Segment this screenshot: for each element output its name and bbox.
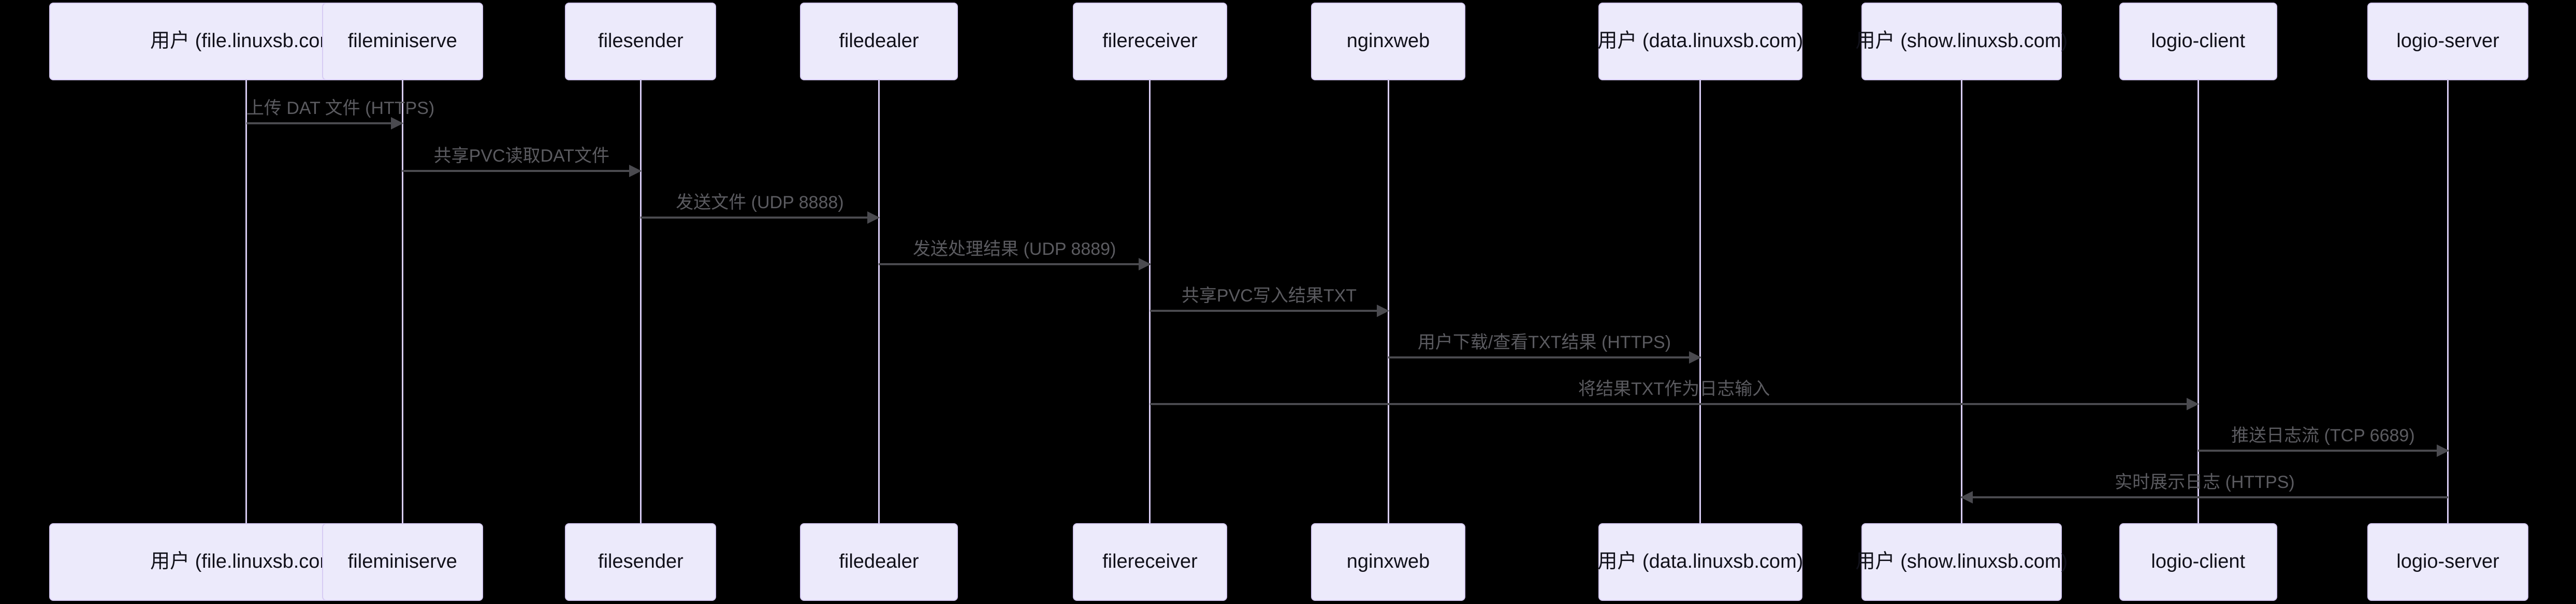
message-label: 将结果TXT作为日志输入 [1578, 379, 1770, 399]
participant-bottom-nginxweb[interactable]: nginxweb [1311, 523, 1466, 601]
participant-top-user-data[interactable]: 用户 (data.linuxsb.com) [1597, 3, 1803, 80]
lifeline-logio-server [2447, 80, 2449, 523]
participant-top-filereceiver[interactable]: filereceiver [1072, 3, 1228, 80]
lifeline-filereceiver [1149, 80, 1151, 523]
participant-label: filereceiver [1102, 30, 1198, 52]
message-label: 发送文件 (UDP 8888) [676, 193, 844, 212]
message-label: 发送处理结果 (UDP 8889) [913, 239, 1116, 259]
participant-label: filesender [598, 551, 683, 573]
lifeline-logio-client [2197, 80, 2199, 523]
participant-bottom-filereceiver[interactable]: filereceiver [1072, 523, 1228, 601]
participant-label: 用户 (file.linuxsb.com) [150, 30, 343, 52]
message-7: 将结果TXT作为日志输入 [1149, 369, 2200, 410]
message-line [879, 263, 1150, 265]
participant-label: 用户 (show.linuxsb.com) [1855, 551, 2068, 573]
lifeline-user-data [1699, 80, 1701, 523]
message-arrowhead-right [2187, 398, 2200, 410]
message-arrowhead-right [867, 211, 880, 224]
participant-label: fileminiserve [347, 30, 457, 52]
participant-top-filesender[interactable]: filesender [565, 3, 717, 80]
participant-top-logio-client[interactable]: logio-client [2119, 3, 2277, 80]
participant-label: nginxweb [1346, 551, 1430, 573]
message-line [1149, 310, 1389, 312]
message-arrowhead-right [629, 165, 642, 177]
message-arrowhead-right [2436, 444, 2449, 457]
message-line [246, 122, 403, 124]
message-line [1388, 356, 1700, 358]
participant-top-user-show[interactable]: 用户 (show.linuxsb.com) [1856, 3, 2068, 80]
message-line [1149, 403, 2199, 405]
message-line [402, 170, 641, 172]
participant-label: logio-client [2151, 551, 2246, 573]
message-4: 发送处理结果 (UDP 8889) [879, 229, 1151, 270]
participant-label: 用户 (data.linuxsb.com) [1597, 551, 1803, 573]
message-arrowhead-right [391, 117, 404, 130]
lifeline-user-show [1960, 80, 1962, 523]
message-label: 上传 DAT 文件 (HTTPS) [246, 98, 435, 118]
participant-label: 用户 (data.linuxsb.com) [1597, 30, 1803, 52]
message-label: 实时展示日志 (HTTPS) [2115, 472, 2295, 492]
message-5: 共享PVC写入结果TXT [1149, 276, 1390, 317]
participant-label: fileminiserve [347, 551, 457, 573]
message-label: 用户下载/查看TXT结果 (HTTPS) [1417, 333, 1671, 352]
participant-label: 用户 (show.linuxsb.com) [1855, 30, 2068, 52]
message-arrowhead-right [1377, 305, 1390, 317]
participant-label: logio-client [2151, 30, 2246, 52]
lifeline-user-file [245, 80, 248, 523]
participant-label: filedealer [839, 551, 919, 573]
participant-bottom-logio-server[interactable]: logio-server [2367, 523, 2528, 601]
participant-label: filesender [598, 30, 683, 52]
participant-label: nginxweb [1346, 30, 1430, 52]
message-arrowhead-right [1138, 258, 1151, 270]
message-3: 发送文件 (UDP 8888) [641, 182, 880, 224]
message-line [641, 217, 879, 219]
message-line [2198, 450, 2448, 452]
participant-bottom-logio-client[interactable]: logio-client [2119, 523, 2277, 601]
participant-bottom-user-data[interactable]: 用户 (data.linuxsb.com) [1597, 523, 1803, 601]
message-8: 推送日志流 (TCP 6689) [2198, 415, 2449, 457]
participant-label: 用户 (file.linuxsb.com) [150, 551, 343, 573]
participant-label: filedealer [839, 30, 919, 52]
message-label: 共享PVC写入结果TXT [1181, 286, 1357, 306]
participant-bottom-filedealer[interactable]: filedealer [800, 523, 958, 601]
message-line [1961, 496, 2448, 498]
participant-top-filedealer[interactable]: filedealer [800, 3, 958, 80]
participant-top-fileminiserve[interactable]: fileminiserve [322, 3, 483, 80]
message-9: 实时展示日志 (HTTPS) [1960, 462, 2448, 504]
message-1: 上传 DAT 文件 (HTTPS) [246, 88, 435, 130]
message-label: 推送日志流 (TCP 6689) [2231, 426, 2415, 445]
lifeline-fileminiserve [401, 80, 403, 523]
message-6: 用户下载/查看TXT结果 (HTTPS) [1388, 322, 1701, 364]
participant-top-logio-server[interactable]: logio-server [2367, 3, 2528, 80]
lifeline-nginxweb [1387, 80, 1389, 523]
participant-bottom-user-show[interactable]: 用户 (show.linuxsb.com) [1856, 523, 2068, 601]
message-label: 共享PVC读取DAT文件 [433, 146, 610, 166]
participant-top-nginxweb[interactable]: nginxweb [1311, 3, 1466, 80]
message-2: 共享PVC读取DAT文件 [402, 136, 642, 177]
lifeline-filedealer [878, 80, 880, 523]
participant-label: filereceiver [1102, 551, 1198, 573]
participant-label: logio-server [2396, 551, 2499, 573]
message-arrowhead-right [1689, 351, 1701, 364]
participant-bottom-fileminiserve[interactable]: fileminiserve [322, 523, 483, 601]
participant-label: logio-server [2396, 30, 2499, 52]
lifeline-filesender [639, 80, 642, 523]
participant-bottom-filesender[interactable]: filesender [565, 523, 717, 601]
message-arrowhead-left [1960, 491, 1973, 504]
